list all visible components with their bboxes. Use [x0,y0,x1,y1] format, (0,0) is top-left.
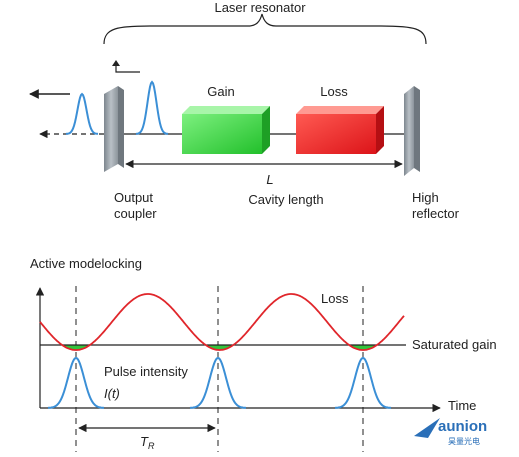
aunion-logo-subtext: 昊量光电 [448,436,480,446]
output-pulse [65,92,99,135]
resonator-title: Laser resonator [214,0,306,15]
aunion-logo: aunion 昊量光电 [414,418,487,446]
round-trip-symbol: TR [140,434,155,451]
return-arrow-head-icon [112,60,120,66]
gain-label: Gain [207,84,234,99]
output-coupler-mirror [104,86,124,172]
loss-label: Loss [320,84,348,99]
aunion-logo-mark-icon [414,418,440,438]
time-axis-label: Time [448,398,476,413]
pulse-intensity-symbol: I(t) [104,386,120,401]
pulse-2 [189,356,247,409]
pulse-1 [47,356,105,409]
high-reflector-mirror [404,86,420,176]
modelocking-title: Active modelocking [30,256,142,271]
resonator-brace [103,13,427,45]
output-coupler-label-line2: coupler [114,206,157,221]
loss-modulation-curve [39,293,405,351]
pulse-3 [334,356,392,409]
return-arrow-icon [115,66,140,73]
pulse-intensity-label: Pulse intensity [104,364,188,379]
high-reflector-label-line2: reflector [412,206,460,221]
aunion-logo-text: aunion [438,418,487,435]
output-coupler-label-line1: Output [114,190,153,205]
gain-medium-block [182,106,270,154]
loss-curve-label: Loss [321,291,349,306]
intracavity-pulse [135,80,169,135]
cavity-length-caption: Cavity length [248,192,323,207]
saturated-gain-label: Saturated gain [412,337,497,352]
high-reflector-label-line1: High [412,190,439,205]
loss-modulator-block [296,106,384,154]
cavity-length-symbol: L [266,172,273,187]
